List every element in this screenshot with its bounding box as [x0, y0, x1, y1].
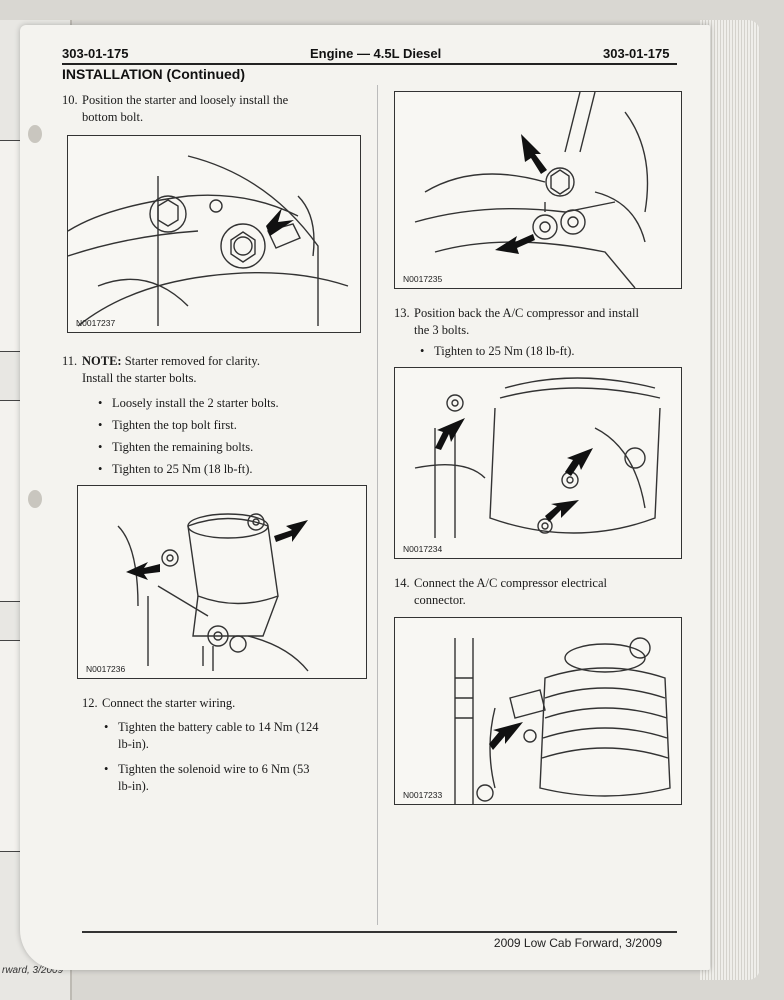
previous-page-figure: [0, 400, 21, 602]
bullet-item: Tighten the battery cable to 14 Nm (124 …: [104, 719, 319, 753]
arrow-icon: [521, 134, 547, 174]
figure-starter-bolts: N0017236: [77, 485, 367, 679]
compressor-illustration: [414, 92, 649, 288]
arrow-icon: [274, 520, 308, 542]
arrow-icon: [266, 208, 294, 236]
figure-id: N0017234: [403, 544, 443, 554]
step-number: 11.: [62, 354, 78, 368]
footer-edition: 2009 Low Cab Forward, 3/2009: [493, 936, 662, 950]
manual-page: 303-01-175 Engine — 4.5L Diesel 303-01-1…: [20, 25, 710, 970]
figure-id: N0017236: [86, 664, 126, 674]
figure-ac-compressor-bolts: N0017235: [394, 91, 682, 289]
bullet-item: Tighten the solenoid wire to 6 Nm (53 lb…: [104, 761, 310, 795]
step-12: 12. Connect the starter wiring.: [82, 695, 235, 712]
step-text: Install the starter bolts.: [82, 371, 197, 385]
figure-starter-bottom-bolt: N0017237: [67, 135, 361, 333]
arrow-icon: [495, 234, 535, 254]
step-text: the 3 bolts.: [414, 323, 470, 337]
step-text: Position back the A/C compressor and ins…: [414, 306, 639, 320]
step-text: Connect the starter wiring.: [102, 696, 236, 710]
note-label: NOTE:: [82, 354, 122, 368]
bullet-item: Tighten to 25 Nm (18 lb-ft).: [420, 343, 574, 360]
step-text: Connect the A/C compressor electrical: [414, 576, 607, 590]
arrow-icon: [489, 722, 523, 750]
compressor-illustration: [414, 377, 661, 538]
arrow-icon: [565, 448, 593, 476]
bullet-item: Tighten to 25 Nm (18 lb-ft).: [98, 461, 252, 478]
step-text: connector.: [414, 593, 466, 607]
previous-page-footer: rward, 3/2009: [2, 965, 64, 976]
previous-page-figure: [0, 140, 21, 352]
section-title: INSTALLATION (Continued): [62, 66, 245, 82]
figure-ac-compressor-connector: N0017233: [394, 617, 682, 805]
step-text: Position the starter and loosely install…: [82, 93, 289, 107]
figure-id: N0017235: [403, 274, 443, 284]
footer-rule: [82, 931, 677, 933]
book-page-stack: [700, 20, 760, 980]
header-page-code-left: 303-01-175: [62, 46, 129, 61]
note-text: Starter removed for clarity.: [121, 354, 260, 368]
step-text: bottom bolt.: [82, 110, 144, 124]
previous-page-figure: [0, 640, 21, 852]
binder-hole: [28, 125, 42, 143]
compressor-illustration: [454, 637, 671, 804]
arrow-icon: [126, 562, 160, 580]
binder-hole: [28, 490, 42, 508]
step-14: 14. Connect the A/C compressor electrical…: [394, 575, 607, 609]
header-page-code-right: 303-01-175: [603, 46, 670, 61]
header-title: Engine — 4.5L Diesel: [310, 46, 442, 61]
column-divider: [377, 85, 378, 925]
figure-ac-compressor-position: N0017234: [394, 367, 682, 559]
step-11: 11. NOTE: Starter removed for clarity. In…: [62, 353, 260, 387]
step-10: 10. Position the starter and loosely inst…: [62, 92, 288, 126]
step-number: 12.: [82, 696, 98, 710]
bullet-item: Tighten the remaining bolts.: [98, 439, 253, 456]
arrow-icon: [435, 418, 465, 450]
starter-illustration: [117, 513, 309, 672]
step-13: 13. Position back the A/C compressor and …: [394, 305, 639, 339]
step-number: 10.: [62, 93, 78, 107]
step-number: 14.: [394, 576, 410, 590]
figure-id: N0017233: [403, 790, 443, 800]
starter-illustration: [68, 155, 349, 327]
arrow-icon: [545, 500, 579, 522]
bullet-item: Loosely install the 2 starter bolts.: [98, 395, 279, 412]
step-number: 13.: [394, 306, 410, 320]
header-rule: [62, 63, 677, 65]
figure-id: N0017237: [76, 318, 116, 328]
bullet-item: Tighten the top bolt first.: [98, 417, 237, 434]
